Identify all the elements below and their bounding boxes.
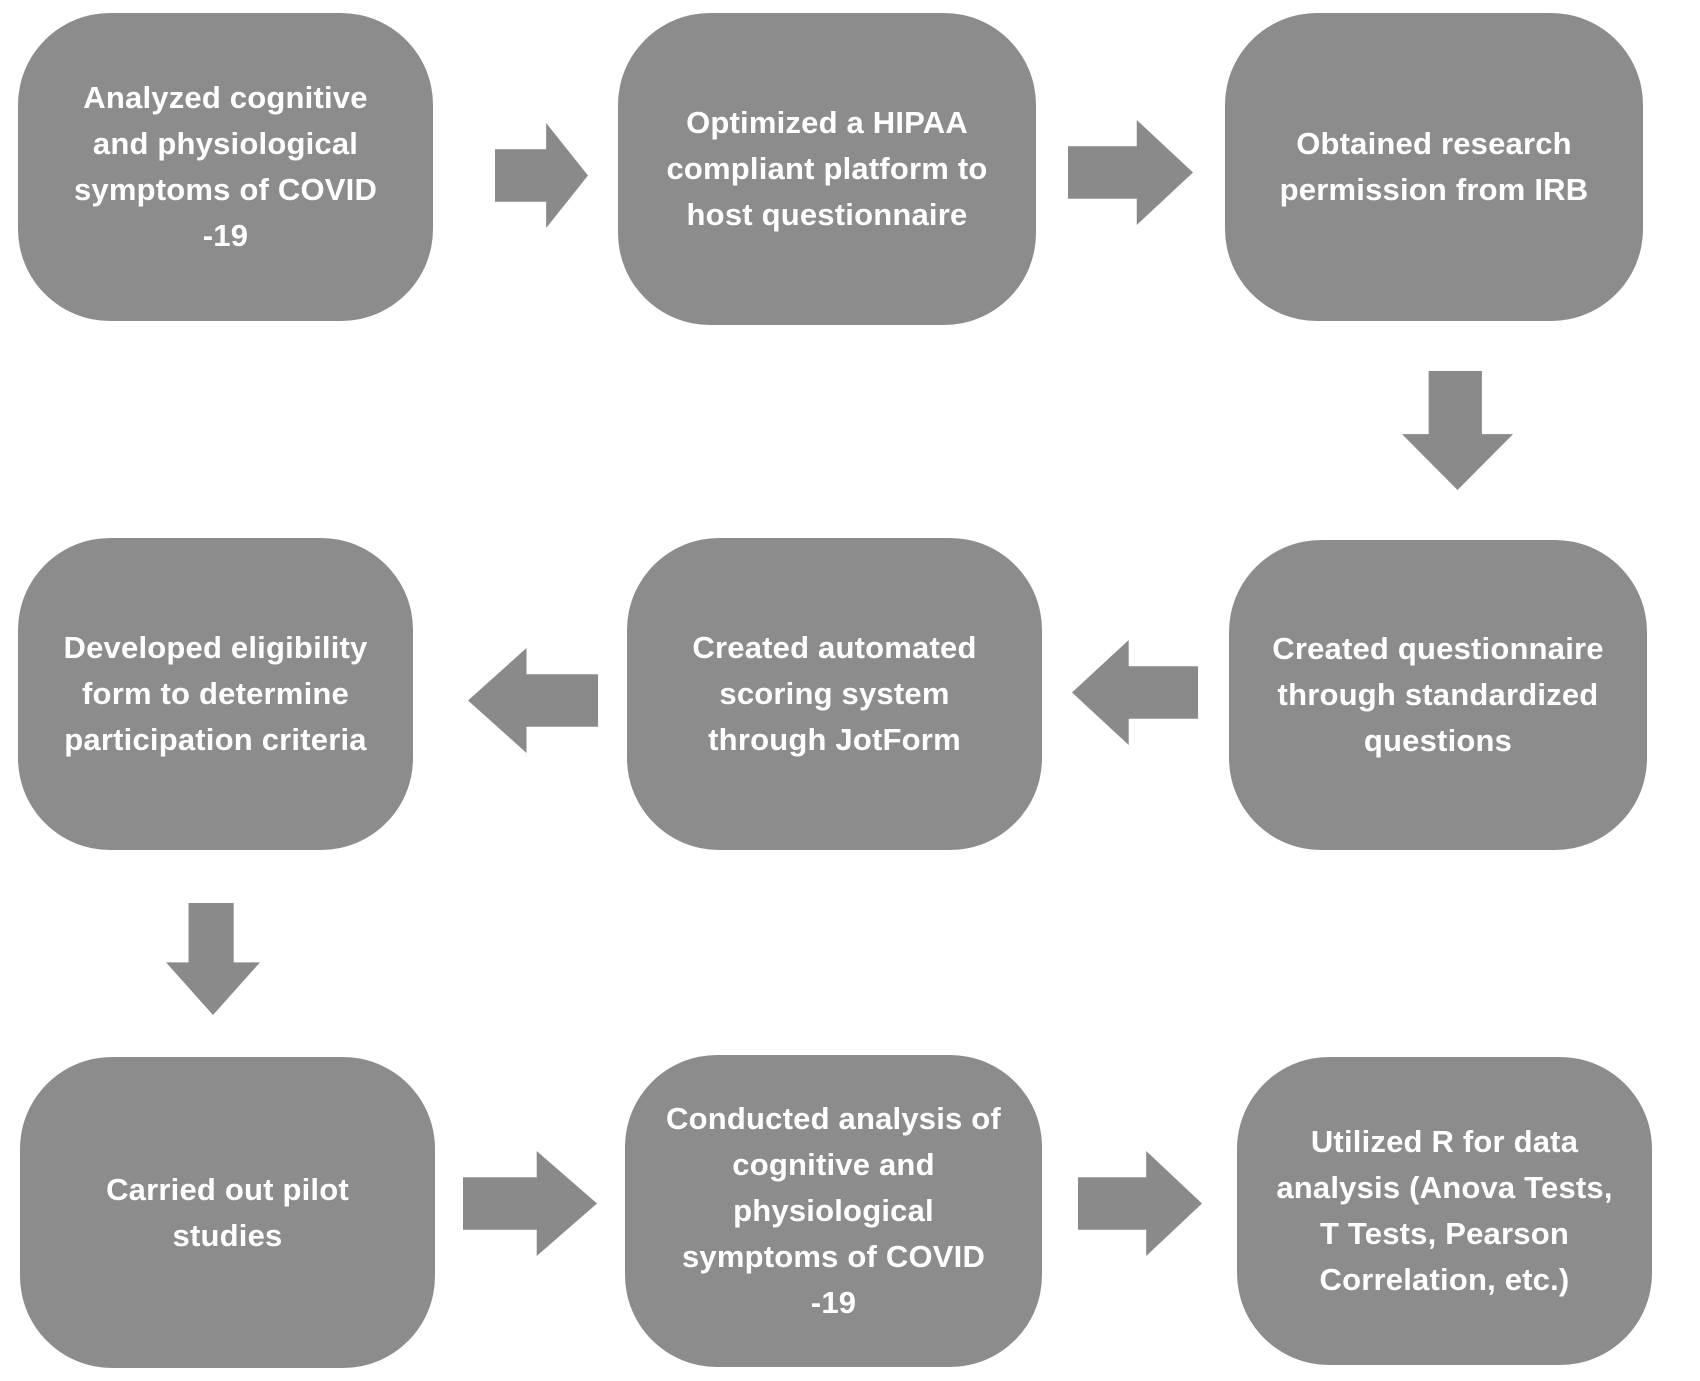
step-label-5: Created automated scoring system through… (692, 630, 977, 757)
step-label-7: Carried out pilot studies (106, 1171, 349, 1253)
step-box-4: Created questionnaire through standardiz… (1229, 540, 1647, 850)
step-label-9: Utilized R for data analysis (Anova Test… (1276, 1124, 1613, 1297)
step-label-6: Developed eligibility form to determine … (63, 630, 368, 757)
arrow-right-1-to-2-icon (495, 123, 588, 228)
step-label-8: Conducted analysis of cognitive and phys… (666, 1101, 1001, 1320)
step-label-1: Analyzed cognitive and physiological sym… (73, 80, 378, 253)
step-box-2: Optimized a HIPAA compliant platform to … (618, 13, 1036, 325)
arrow-left-5-to-6-icon (468, 648, 598, 753)
step-box-7: Carried out pilot studies (20, 1057, 435, 1368)
arrow-right-2-to-3-icon (1068, 120, 1193, 225)
step-box-1: Analyzed cognitive and physiological sym… (18, 13, 433, 321)
step-box-3: Obtained research permission from IRB (1225, 13, 1643, 321)
step-box-6: Developed eligibility form to determine … (18, 538, 413, 850)
step-label-3: Obtained research permission from IRB (1279, 126, 1589, 207)
step-box-5: Created automated scoring system through… (627, 538, 1042, 850)
arrow-down-6-to-7-icon (166, 903, 260, 1015)
arrow-left-4-to-5-icon (1072, 640, 1198, 745)
step-label-4: Created questionnaire through standardiz… (1272, 631, 1604, 758)
step-box-9: Utilized R for data analysis (Anova Test… (1237, 1057, 1652, 1365)
step-box-8: Conducted analysis of cognitive and phys… (625, 1055, 1042, 1367)
arrow-right-8-to-9-icon (1078, 1151, 1202, 1256)
arrow-right-7-to-8-icon (463, 1151, 597, 1256)
arrow-down-3-to-4-icon (1402, 371, 1513, 490)
step-label-2: Optimized a HIPAA compliant platform to … (666, 105, 988, 232)
